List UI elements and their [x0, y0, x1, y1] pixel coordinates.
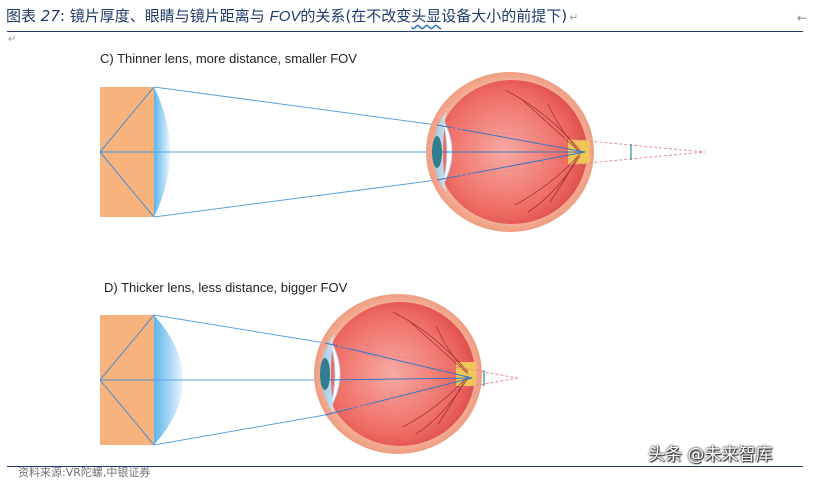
panel-d-ray-top [153, 314, 326, 344]
caption-number: 27 [40, 7, 60, 25]
left-arrow-icon: ← [796, 11, 807, 25]
panel-d-screen-diag-2 [99, 379, 155, 446]
caption-wavy-word: 头显 [411, 7, 442, 25]
panel-c-ray-top [153, 86, 438, 126]
panel-d: D) Thicker lens, less distance, bigger F… [99, 280, 519, 454]
panel-d-title: D) Thicker lens, less distance, bigger F… [104, 280, 348, 295]
panel-d-inner-ray-1 [324, 342, 473, 379]
caption-rest-b: 设备大小的前提下) [441, 7, 568, 25]
panel-c: C) Thinner lens, more distance, smaller … [99, 51, 706, 232]
panel-c-title: C) Thinner lens, more distance, smaller … [100, 51, 357, 66]
panel-c-screen-diag-1 [99, 86, 155, 153]
panel-d-ray-bottom [153, 414, 326, 446]
panel-d-screen-diag-1 [99, 314, 155, 381]
bottom-divider [7, 466, 803, 467]
panel-d-inner-ray-2 [324, 377, 473, 381]
panel-d-extension-top [337, 345, 519, 379]
source-text: 资料来源:VR陀螺,中银证券 [18, 466, 151, 479]
caption-divider [7, 31, 803, 32]
watermark: 头条 @未来智库 [648, 445, 773, 465]
caption-colon: : [59, 7, 65, 25]
caption-fov: FOV [269, 8, 301, 25]
panel-d-inner-ray-3 [324, 377, 473, 416]
panel-c-extension-bottom [449, 151, 706, 177]
panel-c-ray-bottom [153, 179, 438, 218]
caption-prefix: 图表 [6, 7, 37, 25]
paragraph-return-icon: ↵ [569, 11, 579, 24]
figure-caption: 图表 27: 镜片厚度、眼睛与镜片距离与 FOV的关系(在不改变头显设备大小的前… [6, 5, 578, 26]
panel-d-eye [314, 294, 482, 454]
panel-c-extension-top [449, 127, 706, 153]
panel-c-screen-diag-2 [99, 151, 155, 218]
caption-rest-a: 的关系(在不改变 [300, 7, 412, 25]
panel-d-extension-bottom [337, 377, 519, 411]
caption-main-text: 镜片厚度、眼睛与镜片距离与 [69, 7, 265, 25]
small-return-icon: ↵ [8, 34, 17, 45]
